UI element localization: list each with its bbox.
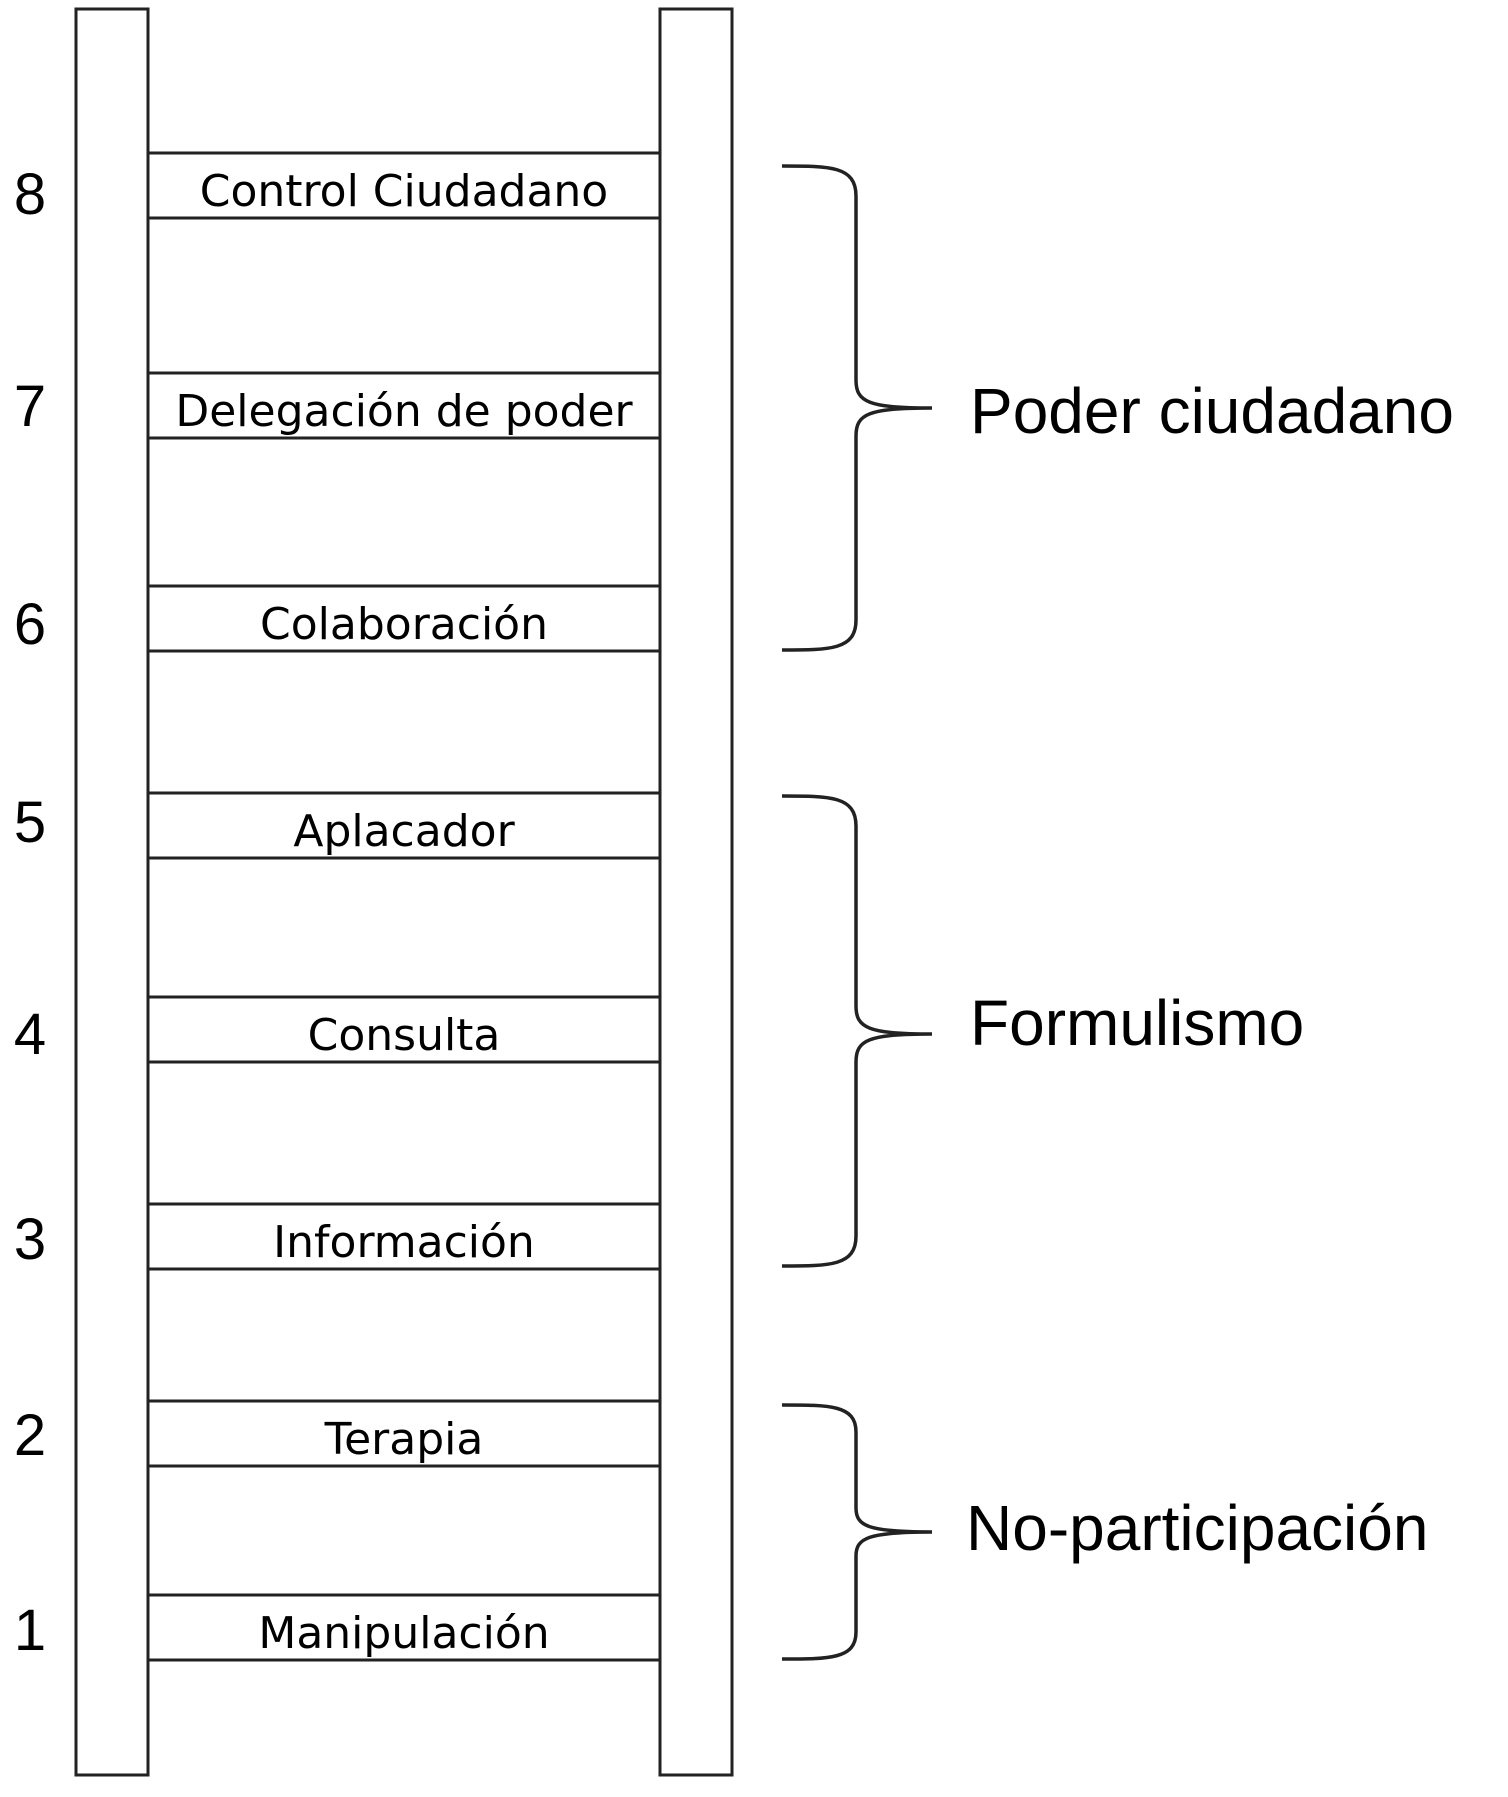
rung-4: Consulta 4: [14, 995, 662, 1067]
rung-label: Información: [273, 1217, 535, 1268]
rung-label: Aplacador: [293, 806, 515, 857]
group-poder-ciudadano: Poder ciudadano: [781, 164, 1454, 652]
rung-label: Delegación de poder: [175, 386, 633, 437]
rung-box: [146, 995, 662, 1064]
rung-box: [146, 791, 662, 860]
curly-brace-icon: [781, 164, 933, 652]
rung-7: Delegación de poder 7: [14, 371, 662, 440]
rung-box: [146, 1202, 662, 1271]
curly-brace-icon: [781, 1403, 933, 1661]
rung-label: Manipulación: [258, 1608, 549, 1659]
level-number: 5: [14, 790, 46, 855]
group-label: No-participación: [966, 1492, 1428, 1564]
group-label: Poder ciudadano: [970, 375, 1454, 447]
rung-box: [146, 1399, 662, 1468]
curly-brace-icon: [781, 794, 933, 1268]
group-no-participacion: No-participación: [781, 1403, 1428, 1661]
rung-box: [146, 151, 662, 220]
rung-label: Colaboración: [260, 599, 548, 650]
level-number: 3: [14, 1207, 46, 1272]
rung-1: Manipulación 1: [14, 1593, 662, 1663]
rung-6: Colaboración 6: [14, 584, 662, 657]
level-number: 7: [14, 374, 46, 439]
group-label: Formulismo: [970, 987, 1304, 1059]
group-formulismo: Formulismo: [781, 794, 1304, 1268]
ladder-right-rail: [658, 7, 734, 1777]
rung-label: Consulta: [308, 1010, 501, 1061]
level-number: 4: [14, 1002, 46, 1067]
level-number: 1: [14, 1598, 46, 1663]
rung-box: [146, 584, 662, 653]
level-number: 6: [14, 592, 46, 657]
rung-label: Terapia: [324, 1414, 484, 1465]
ladder-left-rail: [74, 7, 150, 1777]
rung-3: Información 3: [14, 1202, 662, 1272]
rung-box: [146, 371, 662, 440]
rung-2: Terapia 2: [14, 1399, 662, 1468]
rung-label: Control Ciudadano: [200, 166, 608, 217]
rung-box: [146, 1593, 662, 1662]
rung-8: Control Ciudadano 8: [14, 151, 662, 227]
level-number: 2: [14, 1403, 46, 1468]
rung-5: Aplacador 5: [14, 790, 662, 860]
level-number: 8: [14, 162, 46, 227]
